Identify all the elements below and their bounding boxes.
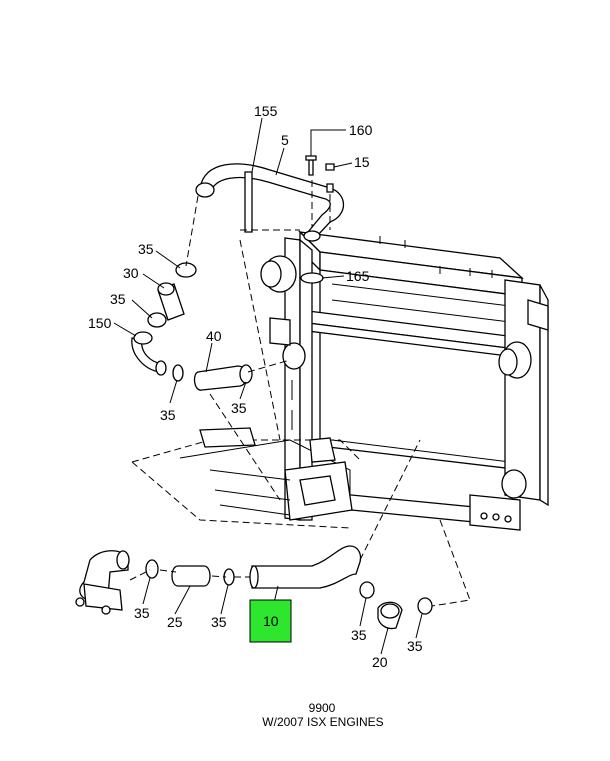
upper-charge-air-pipe [195, 163, 345, 242]
callouts: 155 5 160 15 35 30 35 150 40 35 35 165 3… [88, 103, 423, 670]
callout-35: 35 [407, 638, 423, 654]
lower-hose-assembly [75, 545, 433, 630]
figure-code: 9900 [309, 701, 336, 715]
leader-lines [113, 117, 423, 655]
callout-35: 35 [231, 400, 247, 416]
callout-35: 35 [110, 291, 126, 307]
left-hose-stack [131, 262, 253, 391]
callout-5: 5 [281, 132, 289, 148]
callout-25: 25 [167, 614, 183, 630]
callout-35: 35 [351, 627, 367, 643]
callout-35: 35 [134, 605, 150, 621]
callout-165: 165 [346, 268, 370, 284]
radiator-assembly [260, 230, 549, 531]
bolt-160 [305, 155, 317, 176]
connection-lines [129, 180, 471, 607]
figure-caption: W/2007 ISX ENGINES [262, 715, 383, 729]
callout-10-highlighted: 10 [263, 613, 279, 629]
callout-35: 35 [160, 407, 176, 423]
footer: 9900 W/2007 ISX ENGINES [262, 701, 383, 729]
callout-150: 150 [88, 315, 112, 331]
oring-165 [300, 272, 324, 284]
callout-35: 35 [138, 241, 154, 257]
highlighted-part-box [249, 599, 292, 643]
engine-block [131, 427, 361, 529]
callout-160: 160 [349, 122, 373, 138]
callout-20: 20 [372, 654, 388, 670]
callout-30: 30 [123, 265, 139, 281]
callout-155: 155 [254, 103, 278, 119]
callout-40: 40 [206, 328, 222, 344]
callout-15: 15 [354, 154, 370, 170]
callout-35: 35 [211, 614, 227, 630]
clip-15 [325, 163, 335, 193]
